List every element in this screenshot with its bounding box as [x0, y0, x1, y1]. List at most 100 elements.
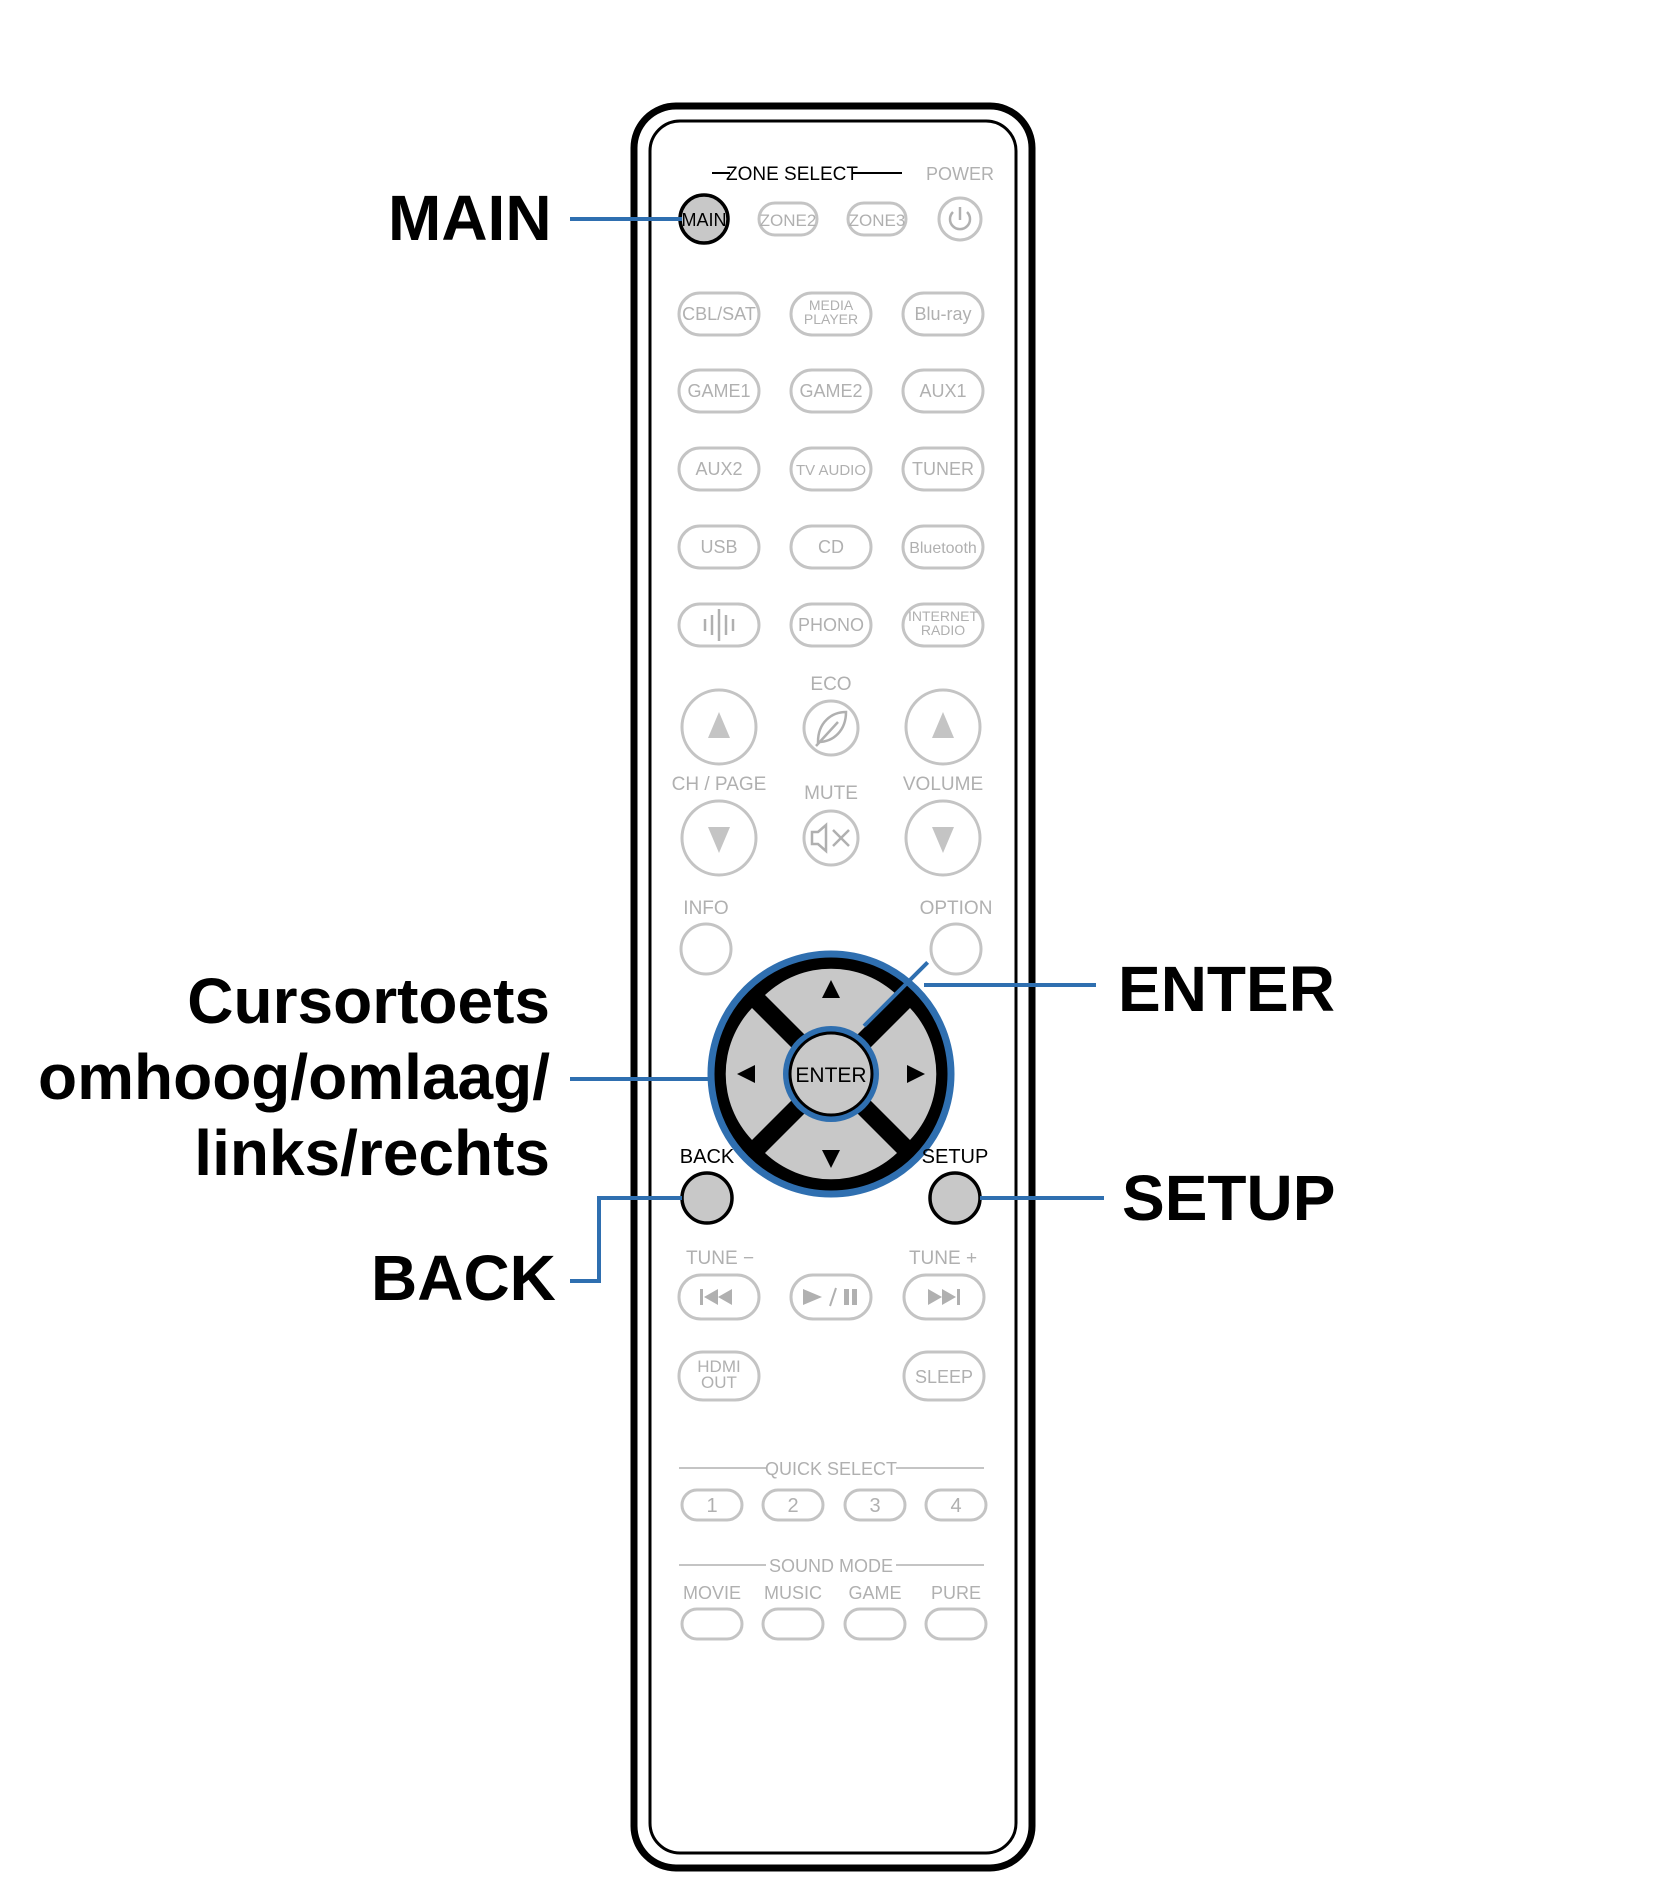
cursor-pad: ENTER: [707, 950, 955, 1198]
movie-button[interactable]: [680, 1607, 744, 1641]
quick-select-1-button[interactable]: 1: [680, 1488, 744, 1522]
aux2-text: AUX2: [695, 459, 742, 479]
arrow-down-icon: [822, 1150, 840, 1168]
tv-audio-button[interactable]: TV AUDIO: [789, 446, 873, 492]
svg-text:ENTER: ENTER: [795, 1064, 866, 1087]
zone3-button[interactable]: ZONE3: [846, 201, 908, 237]
cbl-sat-text: CBL/SAT: [682, 304, 756, 324]
eco-label: ECO: [810, 674, 851, 695]
cursor-callout-line3: links/rechts: [194, 1117, 550, 1189]
cursor-callout-line1: Cursortoets: [187, 965, 550, 1037]
main-leader-line: [570, 217, 682, 221]
bluetooth-text: Bluetooth: [909, 540, 977, 557]
volume-label: VOLUME: [903, 774, 983, 795]
svg-text:SLEEP: SLEEP: [915, 1367, 973, 1387]
aux2-button[interactable]: AUX2: [677, 446, 761, 492]
mute-label: MUTE: [804, 783, 858, 804]
music-button[interactable]: [761, 1607, 825, 1641]
mute-button[interactable]: [802, 809, 860, 867]
game2-button[interactable]: GAME2: [789, 368, 873, 414]
setup-callout: SETUP: [1122, 1162, 1336, 1234]
cursor-down-button[interactable]: [765, 1110, 897, 1180]
previous-button[interactable]: [677, 1273, 761, 1321]
game-button[interactable]: [843, 1607, 907, 1641]
zone2-button[interactable]: ZONE2: [757, 201, 819, 237]
remote-body-inner: [648, 119, 1018, 1855]
volume-up-button[interactable]: [904, 688, 982, 766]
play-pause-icon: [803, 1287, 857, 1307]
usb-button[interactable]: USB: [677, 524, 761, 570]
power-icon: [948, 207, 972, 231]
blu-ray-button[interactable]: Blu-ray: [901, 291, 985, 337]
aux1-text: AUX1: [919, 381, 966, 401]
back-button[interactable]: [680, 1171, 734, 1225]
back-callout: BACK: [371, 1242, 556, 1314]
info-label: INFO: [683, 898, 728, 919]
skip-back-icon: [700, 1289, 732, 1305]
cursor-callout-line2: omhoog/omlaag/: [38, 1041, 550, 1113]
bluetooth-button[interactable]: Bluetooth: [901, 524, 985, 570]
heos-button[interactable]: [677, 602, 761, 648]
setup-button[interactable]: [928, 1171, 982, 1225]
triangle-down-icon: [932, 827, 954, 853]
game1-button[interactable]: GAME1: [677, 368, 761, 414]
setup-leader-line: [980, 1196, 1104, 1200]
option-label: OPTION: [920, 898, 993, 919]
cbl-sat-button[interactable]: CBL/SAT: [677, 291, 761, 337]
quick-select-4-button[interactable]: 4: [924, 1488, 988, 1522]
quick-select-2-button[interactable]: 2: [761, 1488, 825, 1522]
pure-label: PURE: [931, 1583, 981, 1603]
back-leader-line-h2: [597, 1196, 682, 1200]
movie-label: MOVIE: [683, 1583, 741, 1603]
ch-page-up-button[interactable]: [680, 688, 758, 766]
sleep-button[interactable]: SLEEP: [902, 1350, 986, 1402]
option-button[interactable]: [929, 922, 983, 976]
cd-button[interactable]: CD: [789, 524, 873, 570]
info-button[interactable]: [679, 922, 733, 976]
speaker-mute-icon: [810, 822, 850, 854]
eco-button[interactable]: [802, 699, 860, 757]
quick-select-3-button[interactable]: 3: [843, 1488, 907, 1522]
main-callout: MAIN: [388, 182, 552, 254]
power-label: POWER: [926, 164, 994, 184]
game1-text: GAME1: [687, 381, 750, 401]
cursor-up-button[interactable]: [765, 968, 897, 1038]
triangle-up-icon: [932, 712, 954, 738]
svg-text:MAIN: MAIN: [682, 210, 727, 230]
enter-button[interactable]: ENTER: [783, 1026, 879, 1122]
svg-text:4: 4: [950, 1495, 961, 1517]
play-pause-button[interactable]: [789, 1273, 873, 1321]
blu-ray-text: Blu-ray: [914, 304, 971, 324]
ch-page-down-button[interactable]: [680, 799, 758, 877]
arrow-left-icon: [737, 1065, 755, 1083]
tuner-button[interactable]: TUNER: [901, 446, 985, 492]
pure-button[interactable]: [924, 1607, 988, 1641]
triangle-down-icon: [708, 827, 730, 853]
enter-leader-line-h: [924, 983, 1096, 987]
aux1-button[interactable]: AUX1: [901, 368, 985, 414]
volume-down-button[interactable]: [904, 799, 982, 877]
quick-select-label: QUICK SELECT: [765, 1459, 897, 1479]
phono-button[interactable]: PHONO: [789, 602, 873, 648]
next-button[interactable]: [902, 1273, 986, 1321]
back-leader-line-v: [597, 1196, 601, 1283]
cursor-right-button[interactable]: [867, 1008, 937, 1140]
svg-text:3: 3: [869, 1495, 880, 1517]
zone-select-label: ZONE SELECT: [726, 164, 858, 185]
skip-forward-icon: [928, 1289, 960, 1305]
game2-text: GAME2: [799, 381, 862, 401]
main-button[interactable]: MAIN: [678, 193, 730, 245]
game-label: GAME: [848, 1583, 901, 1603]
tune-minus-label: TUNE −: [686, 1248, 754, 1269]
power-button[interactable]: [937, 196, 983, 242]
cursor-left-button[interactable]: [725, 1008, 795, 1140]
